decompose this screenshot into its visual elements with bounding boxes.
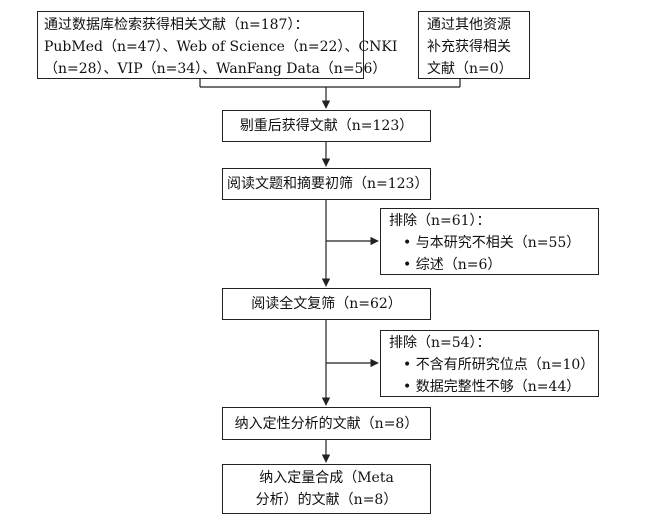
- exclusion-1-heading: 排除（n=61）：: [389, 213, 491, 229]
- full-text-review-label: 阅读全文复筛（n=62）: [251, 296, 402, 312]
- exclusion-box-2: 排除（n=54）： • 不含有所研究位点（n=10） • 数据完整性不够（n=4…: [380, 330, 599, 397]
- other-sources-box: 通过其他资源 补充获得相关 文献（n=0）: [418, 11, 530, 79]
- quantitative-synthesis-line-1: 纳入定量合成（Meta: [259, 470, 394, 486]
- title-abstract-screen-label: 阅读文题和摘要初筛（n=123）: [227, 176, 429, 192]
- exclusion-1-item: • 与本研究不相关（n=55）: [403, 235, 581, 251]
- database-search-line-3: （n=28）、VIP（n=34）、WanFang Data（n=56）: [44, 61, 387, 77]
- exclusion-2-item: • 不含有所研究位点（n=10）: [403, 357, 595, 373]
- title-abstract-screen-box: 阅读文题和摘要初筛（n=123）: [222, 168, 431, 200]
- exclusion-2-heading: 排除（n=54）：: [389, 335, 491, 351]
- quantitative-synthesis-line-2: 分析）的文献（n=8）: [255, 492, 398, 508]
- dedup-box: 剔重后获得文献（n=123）: [222, 110, 431, 142]
- full-text-review-box: 阅读全文复筛（n=62）: [222, 288, 431, 320]
- other-sources-line-3: 文献（n=0）: [427, 61, 513, 77]
- database-search-box: 通过数据库检索获得相关文献（n=187）： PubMed（n=47）、Web o…: [37, 11, 398, 79]
- other-sources-line-2: 补充获得相关: [427, 39, 511, 55]
- qualitative-synthesis-box: 纳入定性分析的文献（n=8）: [222, 407, 431, 440]
- other-sources-line-1: 通过其他资源: [427, 17, 511, 33]
- database-search-line-1: 通过数据库检索获得相关文献（n=187）：: [44, 17, 309, 33]
- database-search-line-2: PubMed（n=47）、Web of Science（n=22）、CNKI: [44, 39, 398, 55]
- exclusion-1-item: • 综述（n=6）: [403, 257, 502, 273]
- exclusion-box-1: 排除（n=61）： • 与本研究不相关（n=55） • 综述（n=6）: [380, 208, 599, 275]
- quantitative-synthesis-box: 纳入定量合成（Meta 分析）的文献（n=8）: [222, 464, 431, 514]
- dedup-label: 剔重后获得文献（n=123）: [239, 118, 414, 134]
- exclusion-2-item: • 数据完整性不够（n=44）: [403, 379, 581, 395]
- qualitative-synthesis-label: 纳入定性分析的文献（n=8）: [234, 416, 419, 432]
